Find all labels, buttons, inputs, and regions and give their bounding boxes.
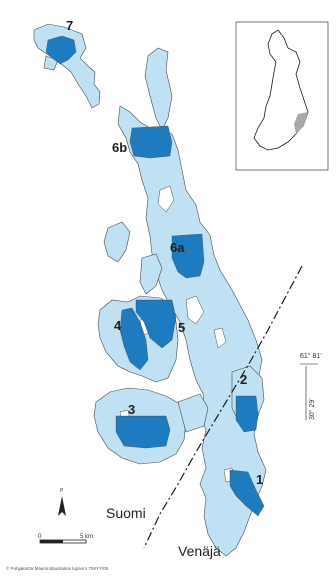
zone-1-area[interactable] bbox=[229, 469, 265, 517]
zone-6a-area[interactable] bbox=[171, 233, 205, 279]
zone-6b-area[interactable] bbox=[129, 125, 173, 159]
lake-mid-inlet bbox=[139, 253, 163, 295]
scale-bar: 0 5 km bbox=[38, 534, 93, 544]
north-letter: P bbox=[60, 488, 64, 494]
map-credit: © Pohjakartta Maanmittauslaitos lupanro … bbox=[6, 565, 109, 571]
inset-region-highlight bbox=[294, 112, 308, 134]
north-arrow: P bbox=[58, 488, 66, 516]
island-1 bbox=[157, 185, 175, 213]
zone-5-area[interactable] bbox=[135, 299, 177, 349]
zone-4-area[interactable] bbox=[119, 307, 149, 371]
country-label-finland: Suomi bbox=[106, 505, 146, 521]
zone-label-5: 5 bbox=[178, 320, 185, 335]
lake-northeast-arm bbox=[144, 47, 173, 131]
zone-label-2: 2 bbox=[240, 372, 247, 387]
finland-outline-icon bbox=[253, 29, 309, 151]
latitude-label: 61° 81' bbox=[300, 352, 322, 360]
lake-north-arm bbox=[33, 23, 101, 109]
zone-label-3: 3 bbox=[128, 402, 135, 417]
zone-label-6a: 6a bbox=[170, 240, 185, 255]
protected-zones bbox=[45, 35, 265, 517]
scale-end-label: 5 km bbox=[80, 534, 93, 540]
scale-start-label: 0 bbox=[38, 534, 42, 540]
island-2 bbox=[185, 295, 205, 325]
lake-connector-south bbox=[177, 393, 209, 433]
north-arrow-icon bbox=[58, 496, 66, 516]
scale-bar-fill bbox=[40, 540, 63, 543]
islands bbox=[119, 185, 235, 483]
island-3 bbox=[213, 327, 227, 349]
zone-3-area[interactable] bbox=[115, 415, 171, 449]
zone-2-area[interactable] bbox=[235, 395, 259, 433]
inset-map bbox=[235, 21, 329, 171]
zone-label-7: 7 bbox=[66, 18, 73, 33]
coordinate-marker: 61° 81' 30° 29' bbox=[300, 352, 322, 420]
zone-label-6b: 6b bbox=[112, 140, 127, 155]
zone-label-4: 4 bbox=[114, 318, 122, 333]
zone-label-1: 1 bbox=[256, 472, 263, 487]
zone-7-area[interactable] bbox=[45, 35, 77, 65]
country-label-russia: Venäjä bbox=[178, 543, 221, 559]
lake-small-west bbox=[103, 221, 131, 263]
border-line bbox=[143, 265, 303, 549]
longitude-label: 30° 29' bbox=[308, 398, 316, 420]
